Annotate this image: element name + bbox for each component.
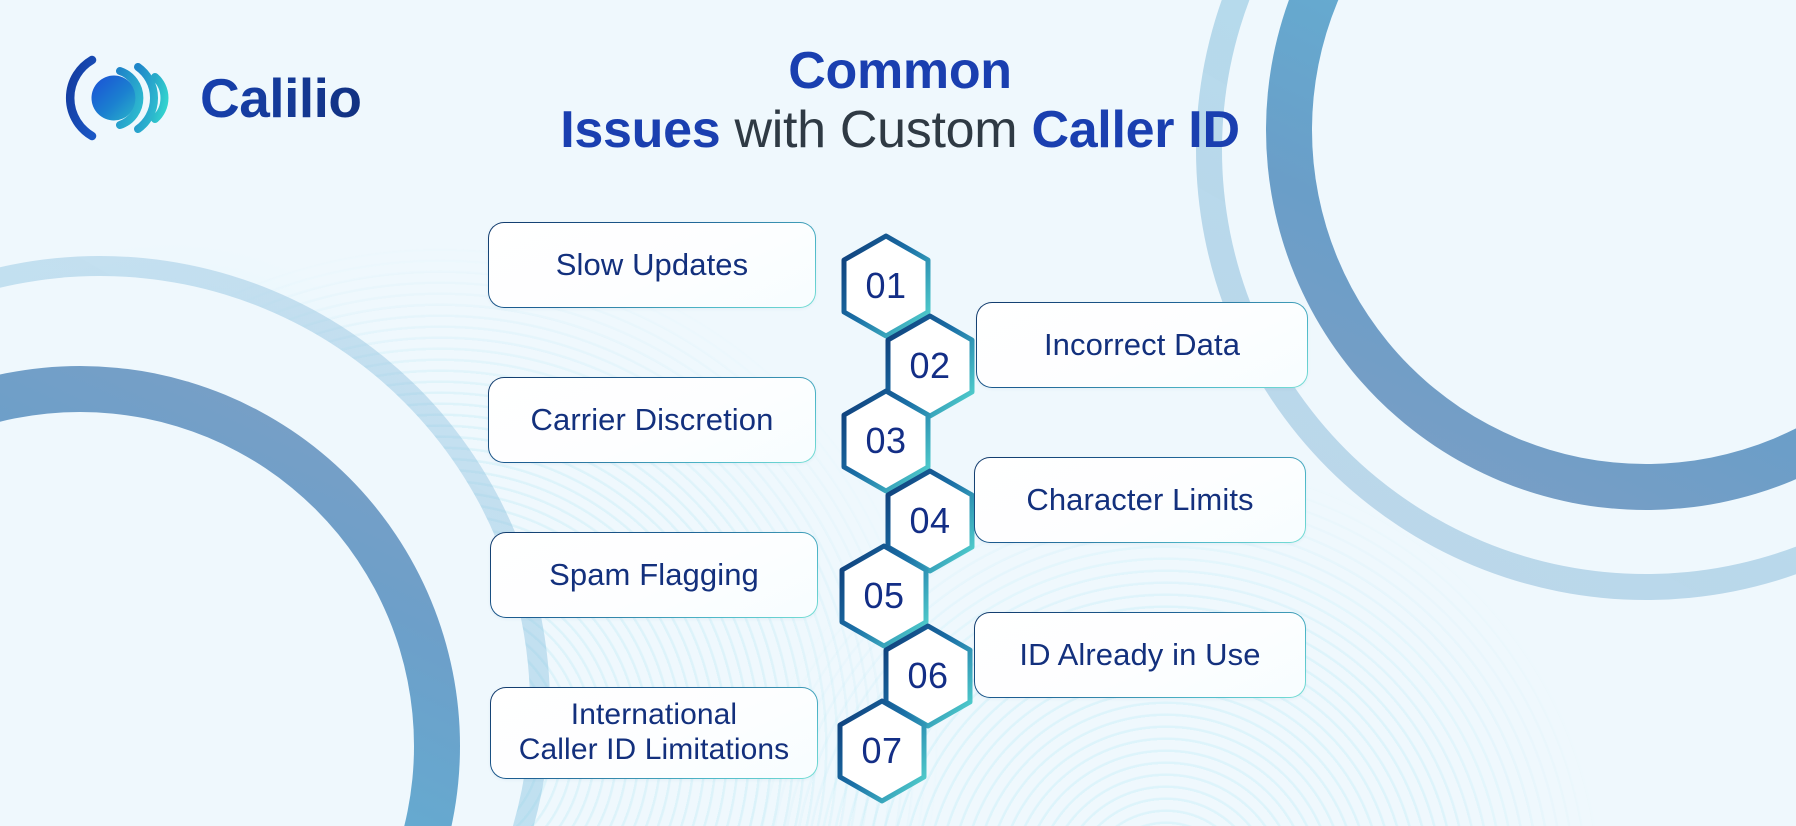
page-title: Common Issues with Custom Caller ID xyxy=(480,42,1320,160)
step-badge-05[interactable]: 05 xyxy=(836,542,932,650)
title-line2-highlight-b: Caller ID xyxy=(1031,100,1240,159)
step-badge-07[interactable]: 07 xyxy=(834,697,930,805)
issue-label-01-text: Slow Updates xyxy=(555,247,749,283)
issue-label-05-text: Spam Flagging xyxy=(549,557,759,593)
step-badge-04[interactable]: 04 xyxy=(882,467,978,575)
step-badge-03[interactable]: 03 xyxy=(838,387,934,495)
brand-logo[interactable]: Calilio xyxy=(62,52,362,144)
title-line1-highlight: Common xyxy=(788,42,1012,100)
title-line2-plain: with Custom xyxy=(720,100,1032,159)
issue-label-02-text: Incorrect Data xyxy=(1043,327,1241,363)
issue-label-07[interactable]: International Caller ID Limitations xyxy=(490,687,818,779)
step-number-05: 05 xyxy=(863,574,905,616)
issue-label-05[interactable]: Spam Flagging xyxy=(490,532,818,618)
step-number-04: 04 xyxy=(909,499,951,541)
issue-label-06[interactable]: ID Already in Use xyxy=(974,612,1306,698)
issues-zigzag-diagram: Slow Updates 01 02 Incorrect Data Carrie… xyxy=(0,208,1796,804)
issue-label-03[interactable]: Carrier Discretion xyxy=(488,377,816,463)
step-badge-06[interactable]: 06 xyxy=(880,622,976,730)
title-line2-highlight-a: Issues xyxy=(560,100,721,159)
step-number-03: 03 xyxy=(865,419,907,461)
issue-label-02[interactable]: Incorrect Data xyxy=(976,302,1308,388)
step-number-02: 02 xyxy=(909,344,951,386)
calilio-soundwave-logo-icon xyxy=(62,52,182,144)
issue-label-07-line1: International xyxy=(570,698,738,732)
brand-name: Calilio xyxy=(200,67,362,129)
step-number-07: 07 xyxy=(861,729,903,771)
issue-label-04[interactable]: Character Limits xyxy=(974,457,1306,543)
step-badge-01[interactable]: 01 xyxy=(838,232,934,340)
issue-label-01[interactable]: Slow Updates xyxy=(488,222,816,308)
issue-label-04-text: Character Limits xyxy=(1026,482,1254,518)
issue-label-03-text: Carrier Discretion xyxy=(530,402,774,438)
issue-label-06-text: ID Already in Use xyxy=(1019,637,1261,673)
step-number-01: 01 xyxy=(865,264,907,306)
issue-label-07-line2: Caller ID Limitations xyxy=(518,733,790,766)
step-number-06: 06 xyxy=(907,654,949,696)
